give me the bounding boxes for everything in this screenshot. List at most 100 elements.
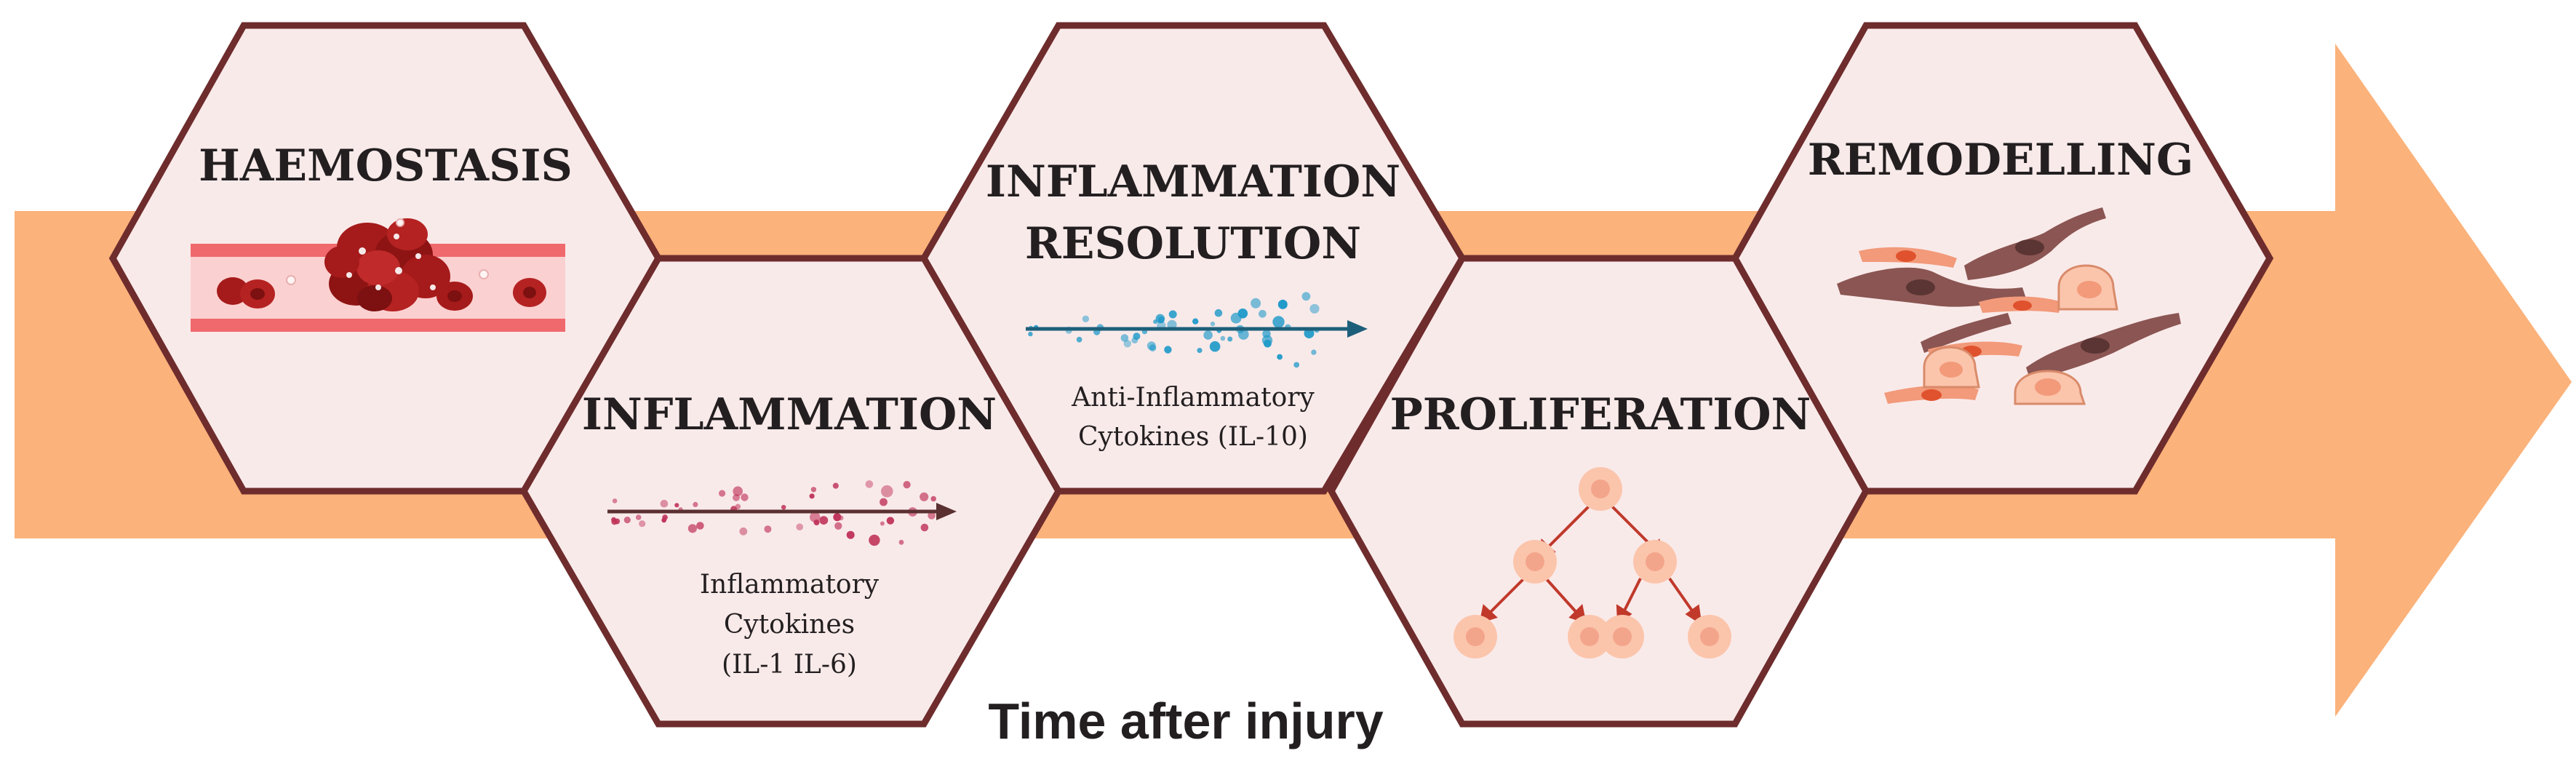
anti-inflammatory-cytokines-caption: Anti-Inflammatory Cytokines (IL-10) — [1071, 383, 1315, 452]
anti-inflammatory-cytokine-dot — [1120, 334, 1129, 342]
anti-inflammatory-cytokine-dot — [1230, 312, 1242, 324]
inflammatory-cytokine-dot — [881, 485, 893, 498]
anti-inflammatory-cytokine-dot — [1304, 328, 1315, 339]
vessel-wall-bottom — [191, 319, 565, 332]
blood-vessel-illustration — [191, 218, 565, 332]
inflammatory-cytokine-dot — [781, 504, 786, 510]
inflammatory-cytokine-dot — [696, 522, 704, 530]
inflammatory-cytokine-dot — [819, 516, 829, 525]
inflammatory-cytokine-dot — [880, 521, 885, 526]
inflammatory-cytokine-dot — [635, 514, 642, 520]
anti-inflammatory-cytokine-dot — [1082, 315, 1090, 322]
inflammatory-cytokine-dot — [869, 534, 880, 546]
fibroblasts — [1837, 207, 2181, 378]
inflammatory-cytokine-dot — [662, 514, 668, 520]
anti-inflammatory-cytokine-dot — [1133, 333, 1141, 341]
anti-inflammatory-cytokine-dot — [1164, 346, 1172, 354]
blood-clot — [324, 218, 450, 311]
remodelling-cells-illustration — [1837, 207, 2181, 405]
inflammatory-cytokine-dot — [880, 498, 888, 506]
anti-inflammatory-cytokine-dot — [1272, 316, 1285, 328]
inflammatory-cytokine-dot — [796, 523, 803, 530]
inflammatory-cytokine-dot — [920, 492, 929, 501]
inflammatory-cytokine-dot — [810, 487, 817, 493]
anti-inflammatory-cytokine-dot — [1264, 339, 1272, 348]
inflammatory-cytokine-dot — [886, 517, 895, 525]
anti-inflammatory-cytokine-dot — [1227, 336, 1233, 342]
inflammatory-cytokine-dot — [612, 498, 618, 504]
anti-inflammatory-cytokine-dot — [1076, 336, 1082, 343]
inflammatory-cytokine-dots — [611, 480, 936, 546]
hexagon-inflammation — [519, 255, 1063, 728]
anti-inflammatory-cytokine-dot — [1147, 341, 1156, 351]
inflammatory-caption-line3: (IL-1 IL-6) — [722, 650, 857, 680]
inflammatory-cytokine-dot — [930, 496, 936, 502]
anti-inflammatory-cytokine-dot — [1220, 335, 1226, 341]
round-cells — [1923, 264, 2118, 405]
anti-inflammatory-cytokine-dot — [1210, 321, 1216, 327]
stage-title-proliferation: PROLIFERATION — [1390, 389, 1811, 440]
inflammatory-cytokine-dot — [833, 513, 842, 522]
inflammatory-cytokine-dot — [846, 530, 855, 539]
inflammatory-cytokine-dot — [639, 520, 646, 528]
inflammatory-cytokine-dot — [660, 499, 669, 508]
inflammatory-cytokine-dot — [735, 504, 741, 510]
anti-inflammatory-cytokine-dot — [1277, 354, 1283, 360]
inflammatory-cytokine-dot — [674, 503, 679, 508]
inflammatory-caption-line1: Inflammatory — [700, 570, 880, 600]
cell-division-tree — [1454, 467, 1731, 658]
inflammatory-cytokine-dot — [741, 493, 749, 501]
anti-inflammatory-cytokine-dot — [1157, 317, 1165, 324]
anti-inflammatory-cytokine-dot — [1259, 309, 1267, 318]
inflammatory-cytokine-dot — [834, 522, 842, 530]
inflammatory-cytokine-dot — [733, 486, 743, 496]
stage-title-remodelling: REMODELLING — [1808, 135, 2194, 186]
inflammatory-cytokine-dot — [719, 490, 726, 497]
inflammatory-cytokine-dot — [832, 482, 839, 489]
anti-inflammatory-cytokine-dot — [1153, 319, 1158, 325]
stage-hexagons — [108, 22, 2274, 728]
inflammatory-cytokines-illustration — [607, 480, 957, 546]
anti-inflammatory-cytokine-dot — [1028, 331, 1033, 337]
anti-inflammatory-cytokine-dot — [1293, 362, 1300, 368]
inflammatory-caption-line2: Cytokines — [724, 610, 855, 640]
inflammatory-cytokine-dot — [809, 493, 815, 499]
anti-inflammatory-cytokine-dot — [1209, 341, 1221, 352]
anti-inflammatory-arrow-head — [1347, 320, 1368, 338]
stage-titles: HAEMOSTASIS INFLAMMATION INFLAMMATION RE… — [199, 135, 2193, 440]
inflammatory-cytokine-dot — [687, 524, 698, 533]
inflammatory-cytokine-dot — [693, 501, 698, 508]
timeline-arrow-head — [2335, 44, 2572, 717]
inflammatory-cytokine-dot — [764, 525, 772, 533]
anti-inflammatory-cytokine-dot — [1168, 310, 1177, 319]
inflammatory-cytokine-dot — [739, 527, 748, 536]
stage-title-haemostasis: HAEMOSTASIS — [199, 140, 573, 191]
inflammatory-cytokine-dot — [898, 539, 904, 545]
inflammatory-cytokines-caption: Inflammatory Cytokines (IL-1 IL-6) — [700, 570, 880, 680]
inflammatory-cytokine-dot — [903, 481, 911, 489]
anti-inflammatory-cytokine-dot — [1192, 318, 1199, 325]
anti-inflammatory-cytokine-dot — [1311, 349, 1317, 355]
stage-title-inflammation-resolution-line1: INFLAMMATION — [986, 156, 1400, 207]
anti-inflammatory-cytokine-dot — [1251, 298, 1261, 309]
red-blood-cells — [217, 277, 546, 311]
inflammatory-cytokine-dot — [611, 519, 618, 525]
anti-inflammatory-cytokine-dot — [1309, 303, 1320, 314]
anti-inflammatory-caption-line1: Anti-Inflammatory — [1071, 383, 1315, 413]
inflammatory-cytokine-dot — [623, 517, 631, 524]
inflammatory-cytokine-dot — [920, 523, 929, 532]
anti-inflammatory-cytokine-dot — [1301, 292, 1311, 301]
anti-inflammatory-cytokine-dot — [1277, 299, 1288, 309]
inflammatory-cytokine-dot — [865, 480, 874, 488]
anti-inflammatory-cytokine-dot — [1203, 330, 1213, 340]
stage-title-inflammation: INFLAMMATION — [582, 389, 997, 440]
platelets — [286, 218, 489, 285]
inflammatory-cytokine-dot — [813, 520, 820, 525]
inflammatory-arrow-head — [936, 503, 957, 520]
axis-label-time-after-injury: Time after injury — [988, 693, 1383, 749]
inflammatory-cytokine-dot — [928, 512, 936, 520]
dividing-cells — [1454, 467, 1731, 658]
anti-inflammatory-cytokines-illustration — [1026, 292, 1368, 368]
anti-inflammatory-cytokine-dot — [1214, 309, 1223, 317]
